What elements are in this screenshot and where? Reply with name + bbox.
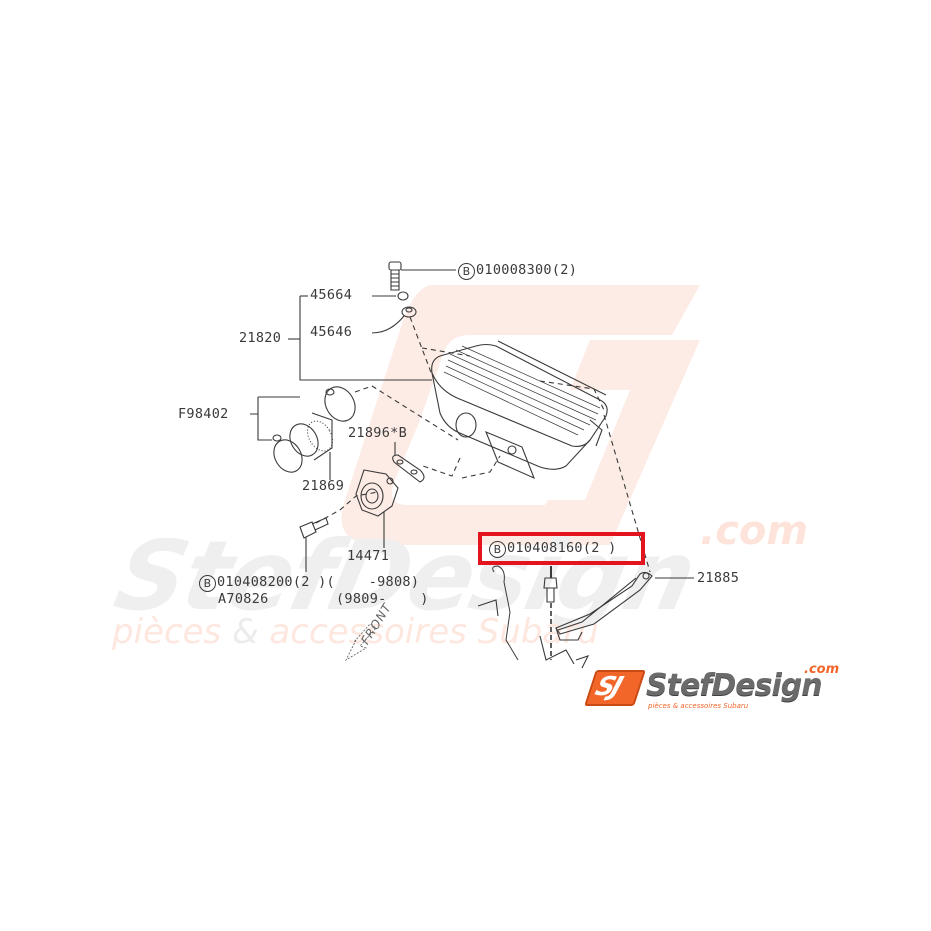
callout-21885: 21885 — [697, 570, 740, 586]
highlighted-part-box — [478, 532, 645, 565]
bolt-left-icon — [299, 517, 329, 539]
b-circle-icon: B — [199, 575, 216, 592]
b-circle-icon: B — [489, 541, 506, 558]
watermark-tagline: pièces & accessoires Subaru — [112, 612, 599, 652]
throttle-body-14471-icon — [355, 469, 399, 517]
washer-45664-icon — [397, 291, 409, 301]
intercooler-icon — [431, 340, 608, 480]
hose-clamp-upper-icon — [324, 386, 356, 422]
callout-21820: 21820 — [239, 330, 282, 346]
bolt-top-icon — [388, 261, 402, 291]
logo-domain-suffix: .com — [804, 662, 840, 677]
hose-clamp-lower-icon — [272, 434, 303, 473]
callout-14471: 14471 — [347, 548, 390, 564]
washer-45646-icon — [401, 306, 417, 318]
callout-45646: 45646 — [310, 324, 353, 340]
callout-A70826: A70826 (9809- ) — [218, 591, 429, 607]
gasket-21896-icon — [392, 454, 425, 483]
front-arrow-icon — [344, 623, 377, 662]
callout-45664: 45664 — [310, 287, 353, 303]
sj-badge-icon: SJ — [584, 670, 646, 706]
logo-brand-name: StefDesign — [646, 668, 823, 703]
bracket-21885-icon — [555, 571, 653, 641]
hose-21869-icon — [289, 412, 333, 461]
stefdesign-logo: SJ StefDesign .com pièces & accessoires … — [584, 662, 850, 716]
b-circle-icon: B — [458, 263, 475, 280]
callout-21869: 21869 — [302, 478, 345, 494]
logo-tagline: pièces & accessoires Subaru — [648, 702, 749, 710]
bolt-010408160-icon — [543, 577, 558, 603]
watermark-domain-suffix: .com — [700, 508, 809, 554]
callout-21896B: 21896*B — [348, 425, 407, 441]
callout-F98402: F98402 — [178, 406, 229, 422]
